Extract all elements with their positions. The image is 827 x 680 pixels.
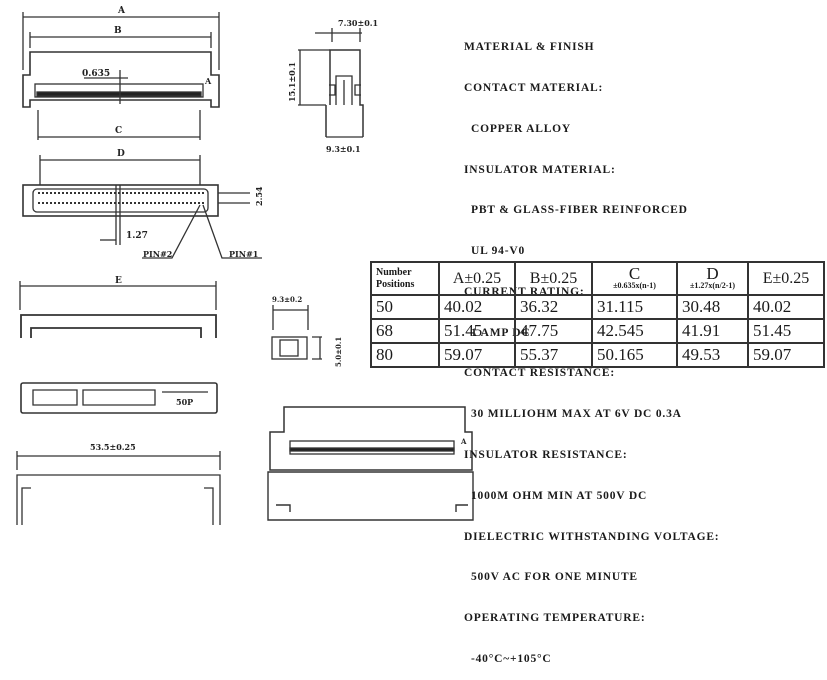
cell-b: 47.75 xyxy=(514,318,593,344)
cover-end-view: 9.3±0.2 5.0±0.1 xyxy=(271,295,343,367)
dim-e-label: E xyxy=(115,276,122,286)
pin-pitch-label: 1.27 xyxy=(126,231,148,241)
cell-d: 49.53 xyxy=(676,342,749,368)
header-a: A±0.25 xyxy=(438,261,516,296)
cell-b: 36.32 xyxy=(514,294,593,320)
header-b: B±0.25 xyxy=(514,261,593,296)
dim-d-label: D xyxy=(117,149,125,159)
spec-line: INSULATOR RESISTANCE: xyxy=(464,449,628,461)
spec-line: UL 94-V0 xyxy=(471,245,526,258)
header-c-label: C xyxy=(628,264,641,283)
cell-a: 51.45 xyxy=(438,318,516,344)
cover-side-view: 53.5±0.25 xyxy=(16,442,221,525)
pin-a-mark: A xyxy=(204,76,212,86)
cell-e: 40.02 xyxy=(747,294,825,320)
cover-front-view: E xyxy=(19,276,217,338)
cell-d: 30.48 xyxy=(676,294,749,320)
dim-a-label: A xyxy=(117,6,126,16)
header-e: E±0.25 xyxy=(747,261,825,296)
side-view: 7.30±0.1 15.1±0.1 9.3±0.1 xyxy=(287,18,378,154)
pin2-label: PIN#2 xyxy=(143,249,172,259)
header-positions-line2: Positions xyxy=(376,278,415,290)
spec-line: 1000M OHM MIN AT 500V DC xyxy=(471,489,648,502)
header-c-formula: ±0.635x(n-1) xyxy=(613,281,656,290)
spec-line: PBT & GLASS-FIBER REINFORCED xyxy=(471,204,688,217)
row-spacing-label: 2.54 xyxy=(254,186,264,206)
cover-width-label: 9.3±0.2 xyxy=(272,295,302,304)
width-side-label: 9.3±0.1 xyxy=(326,144,361,154)
cell-a: 59.07 xyxy=(438,342,516,368)
spec-line: CONTACT RESISTANCE: xyxy=(464,367,615,380)
svg-text:50P: 50P xyxy=(176,397,193,407)
top-view: A B 0.635 A C xyxy=(22,6,220,140)
spec-line: CONTACT MATERIAL: xyxy=(464,81,604,94)
cell-positions: 68 xyxy=(370,318,440,344)
cell-c: 31.115 xyxy=(591,294,678,320)
pin-view: D 2.54 1.27 PIN#2 PIN#1 xyxy=(22,149,264,259)
header-d-formula: ±1.27x(n/2-1) xyxy=(689,281,736,290)
length-label: 53.5±0.25 xyxy=(90,442,136,452)
technical-drawing: A B 0.635 A C D 2.54 1.27 PIN#2 PIN#1 7.… xyxy=(16,6,474,525)
cell-e: 51.45 xyxy=(747,318,825,344)
specs-title: MATERIAL & FINISH xyxy=(464,41,595,54)
cover-top-view: 50P xyxy=(20,382,218,414)
cell-b: 55.37 xyxy=(514,342,593,368)
height-side-label: 15.1±0.1 xyxy=(287,62,297,102)
dim-b-label: B xyxy=(114,26,122,36)
pitch-label: 0.635 xyxy=(82,69,110,79)
spec-line: OPERATING TEMPERATURE: xyxy=(464,612,646,625)
cell-d: 41.91 xyxy=(676,318,749,344)
header-d: D±1.27x(n/2-1) xyxy=(676,261,749,296)
header-positions-line1: Number xyxy=(376,266,412,278)
spec-line: -40°C~+105°C xyxy=(471,652,552,665)
spec-line: INSULATOR MATERIAL: xyxy=(464,163,616,176)
header-d-label: D xyxy=(706,264,719,283)
cover-height-label: 5.0±0.1 xyxy=(334,337,343,367)
spec-line: 500V AC FOR ONE MINUTE xyxy=(471,571,638,584)
cell-c: 50.165 xyxy=(591,342,678,368)
cell-positions: 50 xyxy=(370,294,440,320)
cell-positions: 80 xyxy=(370,342,440,368)
dim-c-label: C xyxy=(115,126,122,136)
cell-c: 42.545 xyxy=(591,318,678,344)
assembled-view: A xyxy=(267,406,474,521)
assembled-pin-a-mark: A xyxy=(460,437,467,446)
spec-line: COPPER ALLOY xyxy=(471,122,572,135)
spec-line: 30 MILLIOHM MAX AT 6V DC 0.3A xyxy=(471,408,682,421)
pin1-label: PIN#1 xyxy=(229,249,258,259)
cell-a: 40.02 xyxy=(438,294,516,320)
header-c: C±0.635x(n-1) xyxy=(591,261,678,296)
spec-line: DIELECTRIC WITHSTANDING VOLTAGE: xyxy=(464,530,720,543)
width-top-label: 7.30±0.1 xyxy=(338,18,378,28)
cell-e: 59.07 xyxy=(747,342,825,368)
